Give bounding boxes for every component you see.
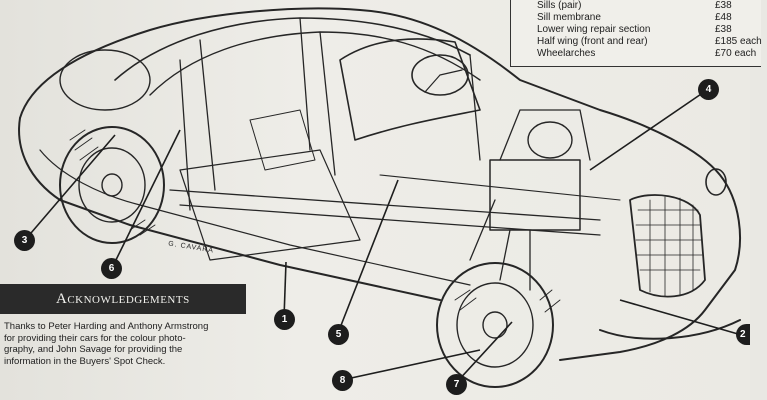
price-list-box: Sills (pair) £38 Sill membrane £48 Lower… xyxy=(510,0,762,67)
price-item-value: £38 xyxy=(715,24,732,35)
callout-4: 4 xyxy=(698,79,719,100)
price-item-name: Wheelarches xyxy=(537,48,596,59)
price-row: Wheelarches £70 each xyxy=(537,48,767,60)
acknowledgements-title: Acknowledgements xyxy=(56,291,190,307)
acknowledgements-line: Thanks to Peter Harding and Anthony Arms… xyxy=(4,321,209,332)
price-item-value: £48 xyxy=(715,12,732,23)
callout-5: 5 xyxy=(328,324,349,345)
price-row: Lower wing repair section £38 xyxy=(537,24,767,36)
acknowledgements-line: graphy, and John Savage for providing th… xyxy=(4,344,183,355)
price-row: Half wing (front and rear) £185 each xyxy=(537,36,767,48)
car-cutaway-illustration xyxy=(18,7,741,388)
price-item-name: Lower wing repair section xyxy=(537,24,651,35)
price-row: Sills (pair) £38 xyxy=(537,0,767,12)
price-item-name: Half wing (front and rear) xyxy=(537,36,648,47)
acknowledgements-banner: Acknowledgements xyxy=(0,284,246,314)
callout-7: 7 xyxy=(446,374,467,395)
callout-3: 3 xyxy=(14,230,35,251)
price-item-value: £185 each xyxy=(715,36,762,47)
price-item-value: £70 each xyxy=(715,48,757,59)
price-row: Sill membrane £48 xyxy=(537,12,767,24)
price-item-name: Sill membrane xyxy=(537,12,601,23)
acknowledgements-line: information in the Buyers' Spot Check. xyxy=(4,355,166,367)
acknowledgements-text: Thanks to Peter Harding and Anthony Arms… xyxy=(4,321,250,367)
callout-2: 2 xyxy=(736,324,750,345)
price-item-name: Sills (pair) xyxy=(537,0,582,11)
acknowledgements-line: for providing their cars for the colour … xyxy=(4,332,186,344)
callout-8: 8 xyxy=(332,370,353,391)
callout-6: 6 xyxy=(101,258,122,279)
price-item-value: £38 xyxy=(715,0,732,11)
callout-1: 1 xyxy=(274,309,295,330)
